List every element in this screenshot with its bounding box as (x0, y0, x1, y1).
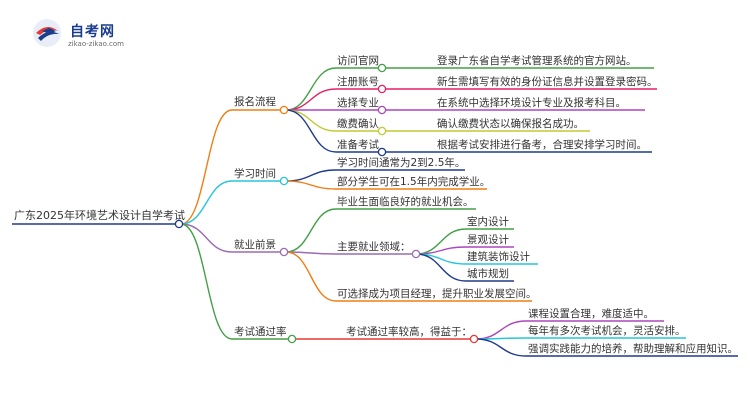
step-node (377, 147, 387, 157)
career-connector (285, 208, 337, 253)
field-interior-design[interactable]: 室内设计 (467, 216, 509, 228)
step-connector (285, 67, 337, 111)
branch-node-circle (279, 176, 289, 186)
step-choose-major-detail: 在系统中选择环境设计专业及报考科目。 (437, 97, 626, 109)
reason-practical-skills[interactable]: 强调实践能力的培养，帮助理解和应用知识。 (528, 343, 738, 355)
career-fields[interactable]: 主要就业领域： (337, 241, 411, 253)
branch-registration[interactable]: 报名流程 (234, 96, 276, 108)
pass-node-circle (469, 334, 479, 344)
study-connector (285, 180, 337, 190)
step-connector (285, 109, 337, 132)
reason-connector (475, 320, 527, 340)
branch-pass-rate[interactable]: 考试通过率 (234, 326, 287, 338)
branch-node-circle (287, 334, 297, 344)
reason-connector (475, 338, 527, 357)
step-node (377, 126, 387, 136)
step-choose-major[interactable]: 选择专业 (337, 97, 379, 109)
step-connector (285, 88, 337, 111)
study-time-fast[interactable]: 部分学生可在1.5年内完成学业。 (337, 176, 491, 188)
step-node (377, 84, 387, 94)
site-logo[interactable]: 自考网 zikao-zikao.com (30, 14, 140, 54)
career-connector (285, 251, 337, 255)
logo-title: 自考网 (70, 24, 115, 40)
study-connector (285, 169, 337, 182)
branch-career[interactable]: 就业前景 (234, 239, 276, 251)
career-connector (285, 251, 337, 302)
field-urban-planning[interactable]: 城市规划 (467, 268, 509, 280)
branch-connector (180, 109, 233, 225)
root-node-circle (174, 219, 184, 229)
branch-connector (180, 180, 233, 225)
step-register-detail: 新生需填写有效的身份证信息并设置登录密码。 (437, 76, 658, 88)
branch-node-circle (279, 105, 289, 115)
career-project-manager[interactable]: 可选择成为项目经理，提升职业发展空间。 (337, 288, 537, 300)
career-opportunities[interactable]: 毕业生面临良好的就业机会。 (337, 196, 474, 208)
step-prepare-exam[interactable]: 准备考试 (337, 139, 379, 151)
step-payment-detail: 确认缴费状态以确保报名成功。 (437, 118, 584, 130)
step-node (377, 105, 387, 115)
step-visit-site[interactable]: 访问官网 (337, 55, 379, 67)
step-node (377, 63, 387, 73)
step-visit-site-detail: 登录广东省自学考试管理系统的官方网站。 (437, 55, 637, 67)
field-architectural-decoration[interactable]: 建筑装饰设计 (467, 251, 530, 263)
field-landscape-design[interactable]: 景观设计 (467, 234, 509, 246)
study-time-typical[interactable]: 学习时间通常为2到2.5年。 (337, 157, 466, 169)
step-prepare-exam-detail: 根据考试安排进行备考，合理安排学习时间。 (437, 139, 647, 151)
root-node[interactable]: 广东2025年环境艺术设计自学考试 (14, 209, 185, 222)
step-register[interactable]: 注册账号 (337, 76, 379, 88)
branch-study-time[interactable]: 学习时间 (234, 168, 276, 180)
step-connector (285, 109, 337, 153)
step-payment[interactable]: 缴费确认 (337, 118, 379, 130)
branch-connector (180, 223, 233, 340)
graduation-cap-icon (33, 19, 61, 47)
branch-node-circle (279, 247, 289, 257)
reason-curriculum[interactable]: 课程设置合理，难度适中。 (528, 308, 654, 320)
reason-exam-frequency[interactable]: 每年有多次考试机会，灵活安排。 (528, 325, 686, 337)
pass-rate-reasons[interactable]: 考试通过率较高，得益于： (346, 326, 472, 338)
logo-url: zikao-zikao.com (68, 40, 124, 48)
branch-connector (180, 223, 233, 253)
career-fields-node (411, 249, 421, 259)
field-connector (415, 253, 467, 282)
